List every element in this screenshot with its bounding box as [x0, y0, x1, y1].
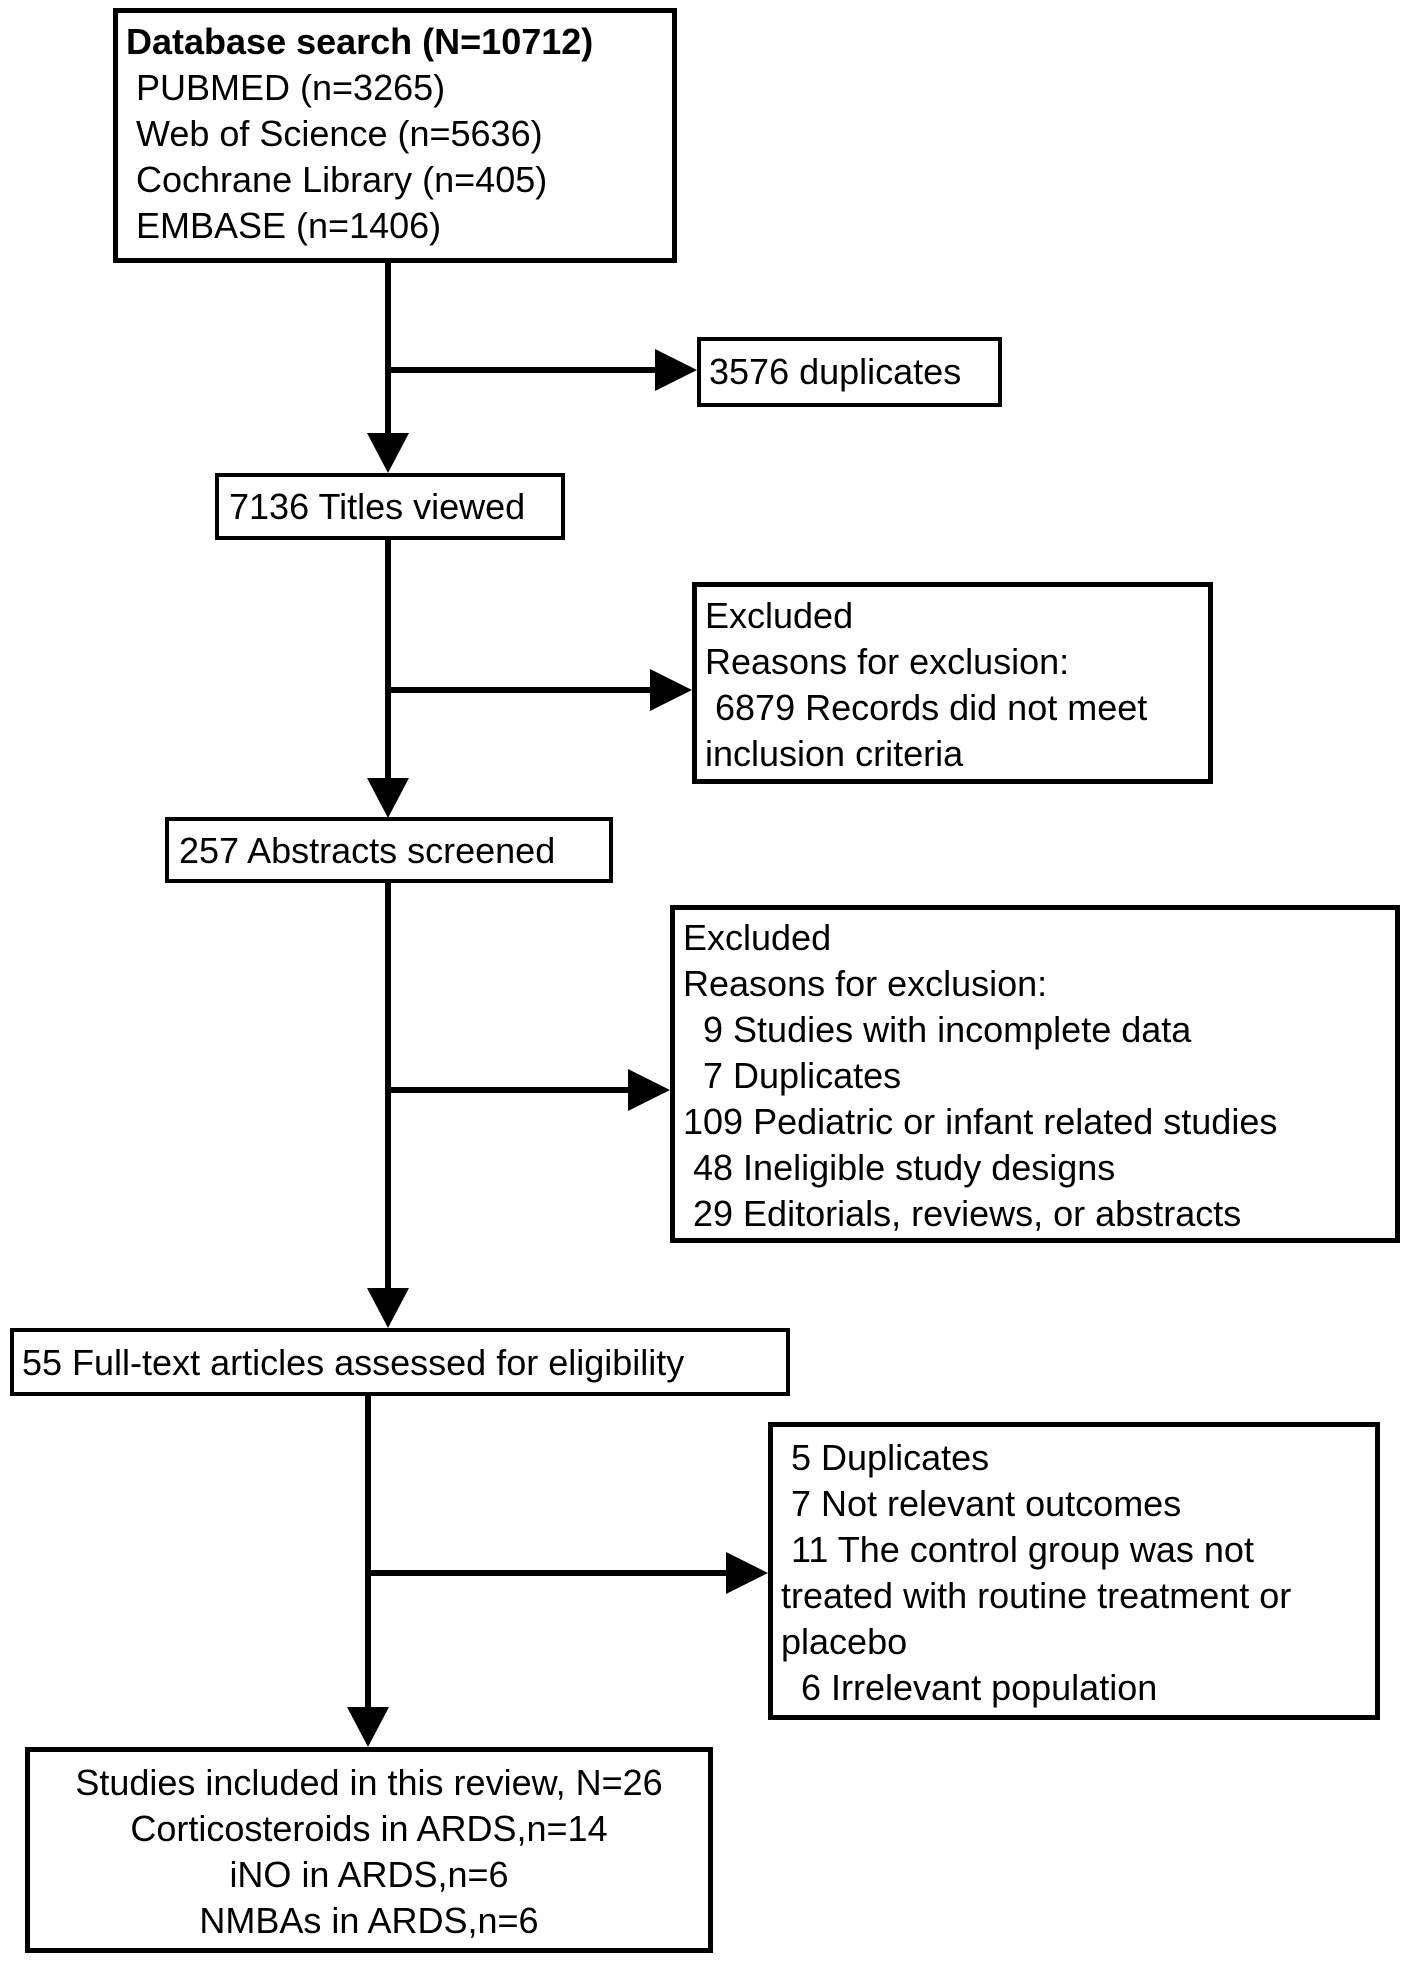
text-line: EMBASE (n=1406) — [126, 205, 442, 246]
box-included-studies: Studies included in this review, N=26 Co… — [25, 1747, 713, 1953]
text-line: 109 Pediatric or infant related studies — [683, 1101, 1278, 1142]
arrowhead-down-abstracts — [367, 778, 409, 818]
text-line: 5 Duplicates — [781, 1437, 990, 1478]
text-line: iNO in ARDS,n=6 — [229, 1854, 509, 1895]
box-abstracts-screened: 257 Abstracts screened — [165, 817, 613, 883]
text-line: Excluded — [705, 595, 854, 636]
text-line: 48 Ineligible study designs — [683, 1147, 1116, 1188]
arrowhead-right-duplicates — [655, 349, 697, 391]
text-line: Reasons for exclusion: — [683, 963, 1048, 1004]
connector-branch-excluded-fulltext — [368, 1570, 726, 1576]
text-line: 11 The control group was not — [781, 1529, 1254, 1570]
box-database-search-title: Database search (N=10712) — [126, 21, 594, 62]
connector-database-to-titles — [385, 261, 391, 436]
text-line: Web of Science (n=5636) — [126, 113, 543, 154]
box-database-search: Database search (N=10712) PUBMED (n=3265… — [113, 8, 677, 263]
connector-branch-excluded-abstracts — [388, 1087, 628, 1093]
box-excluded-abstracts: Excluded Reasons for exclusion: 9 Studie… — [670, 905, 1400, 1243]
connector-fulltext-to-included — [365, 1395, 371, 1710]
text-line: Corticosteroids in ARDS,n=14 — [130, 1808, 608, 1849]
connector-abstracts-to-fulltext — [385, 882, 391, 1288]
arrowhead-right-excluded-titles — [650, 669, 692, 711]
connector-titles-to-abstracts — [385, 539, 391, 780]
text-line: inclusion criteria — [705, 733, 964, 774]
text-line: Excluded — [683, 917, 832, 958]
arrowhead-down-included — [347, 1707, 389, 1747]
box-excluded-titles: Excluded Reasons for exclusion: 6879 Rec… — [692, 582, 1213, 784]
text-line: 7136 Titles viewed — [229, 486, 526, 527]
text-line: 6879 Records did not meet — [705, 687, 1148, 728]
text-line: NMBAs in ARDS,n=6 — [199, 1900, 539, 1941]
text-line: placebo — [781, 1621, 908, 1662]
text-line: Studies included in this review, N=26 — [75, 1762, 663, 1803]
text-line: 257 Abstracts screened — [179, 830, 556, 871]
box-fulltext-assessed: 55 Full-text articles assessed for eligi… — [10, 1328, 790, 1396]
text-line: PUBMED (n=3265) — [126, 67, 446, 108]
arrowhead-down-fulltext — [367, 1288, 409, 1328]
box-titles-viewed: 7136 Titles viewed — [215, 473, 565, 540]
text-line: Reasons for exclusion: — [705, 641, 1070, 682]
text-line: Cochrane Library (n=405) — [126, 159, 548, 200]
arrowhead-right-excluded-fulltext — [726, 1552, 768, 1594]
text-line: 3576 duplicates — [709, 351, 962, 392]
text-line: 6 Irrelevant population — [781, 1667, 1158, 1708]
text-line: 55 Full-text articles assessed for eligi… — [22, 1342, 685, 1383]
text-line: 7 Not relevant outcomes — [781, 1483, 1182, 1524]
text-line: 7 Duplicates — [683, 1055, 902, 1096]
box-duplicates-removed: 3576 duplicates — [697, 337, 1002, 407]
text-line: 29 Editorials, reviews, or abstracts — [683, 1193, 1242, 1234]
connector-branch-excluded-titles — [388, 687, 650, 693]
arrowhead-right-excluded-abstracts — [628, 1069, 670, 1111]
arrowhead-down-titles — [367, 433, 409, 473]
box-excluded-fulltext: 5 Duplicates 7 Not relevant outcomes 11 … — [768, 1422, 1380, 1720]
text-line: treated with routine treatment or — [781, 1575, 1292, 1616]
text-line: 9 Studies with incomplete data — [683, 1009, 1192, 1050]
connector-branch-duplicates — [388, 367, 655, 373]
